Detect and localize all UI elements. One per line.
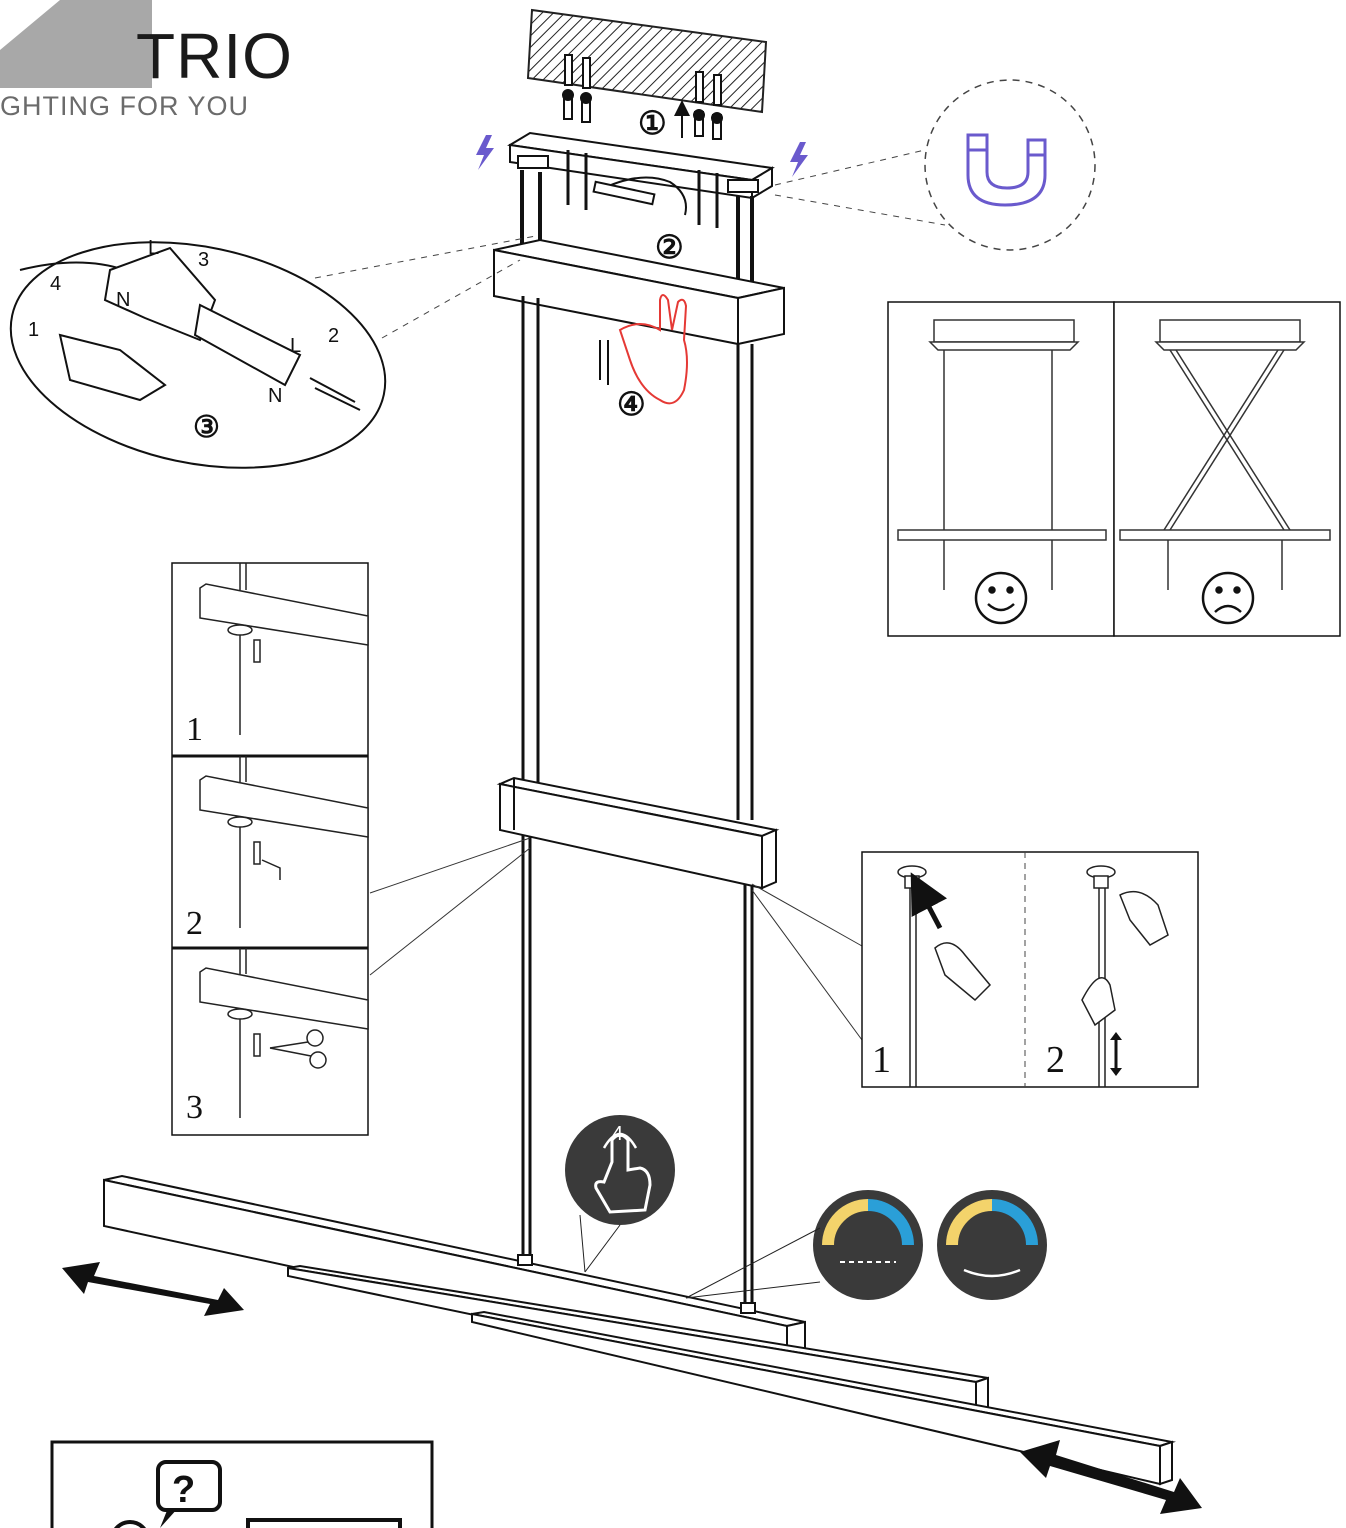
canopy-screws xyxy=(566,150,719,228)
touch-count: 4 xyxy=(612,1123,623,1145)
step-adjust: ④ xyxy=(617,386,646,422)
middle-bar xyxy=(496,776,780,890)
wiring-live: L xyxy=(290,335,301,357)
touch-icon: 4 xyxy=(565,1115,675,1273)
wiring-live-top: L xyxy=(148,237,159,259)
ceiling-canopy xyxy=(507,131,775,200)
driver-box xyxy=(493,238,785,346)
help-symbol: ? xyxy=(172,1469,195,1511)
wiring-neutral-top: N xyxy=(116,289,130,311)
cable-step-2: 2 xyxy=(186,905,203,942)
gripper-step-2: 2 xyxy=(1046,1039,1065,1081)
orientation-panels xyxy=(887,301,1341,637)
cable-adjust-panel: 1 2 3 xyxy=(171,562,369,1136)
wiring-callout: L 3 4 N 1 2 L N ③ xyxy=(9,235,537,469)
brand-logo: TRIO GHTING FOR YOU xyxy=(0,0,293,130)
cable-step-3: 3 xyxy=(186,1089,203,1126)
extend-arrows xyxy=(62,1262,1202,1514)
magnet-icon xyxy=(966,133,1047,207)
sad-face-icon xyxy=(1201,571,1255,625)
wiring-step-2: 2 xyxy=(328,325,339,347)
terminal-connector xyxy=(592,176,687,216)
step-markers: ① ② ④ xyxy=(617,105,684,422)
brand-wedge-icon xyxy=(0,0,152,88)
hand-icon xyxy=(618,294,688,405)
scissors-icon xyxy=(269,1029,327,1069)
step-wire: ③ xyxy=(193,411,220,444)
cct-dimmer-icon xyxy=(685,1190,1047,1300)
step-hang: ② xyxy=(655,229,684,265)
wiring-neutral: N xyxy=(268,385,282,407)
callout-lines xyxy=(369,837,863,1041)
wiring-step-3: 3 xyxy=(198,249,209,271)
wiring-step-1: 1 xyxy=(28,319,39,341)
suspension-rods-top xyxy=(520,170,754,285)
suspension-cables xyxy=(521,296,754,1305)
help-box: ? xyxy=(50,1440,434,1528)
brand-name: TRIO xyxy=(136,20,293,92)
cable-step-1: 1 xyxy=(186,711,203,748)
gripper-step-1: 1 xyxy=(872,1039,891,1081)
step-mount: ① xyxy=(638,105,667,141)
help-icon: ? xyxy=(156,1460,222,1528)
lamp-bars xyxy=(103,1174,1176,1486)
brand-tagline: GHTING FOR YOU xyxy=(0,91,250,121)
happy-face-icon xyxy=(974,571,1028,625)
magnet-callout xyxy=(774,79,1096,251)
wiring-step-4: 4 xyxy=(50,273,61,295)
gripper-panel: 1 2 xyxy=(861,851,1199,1088)
wall-plugs xyxy=(562,54,723,140)
